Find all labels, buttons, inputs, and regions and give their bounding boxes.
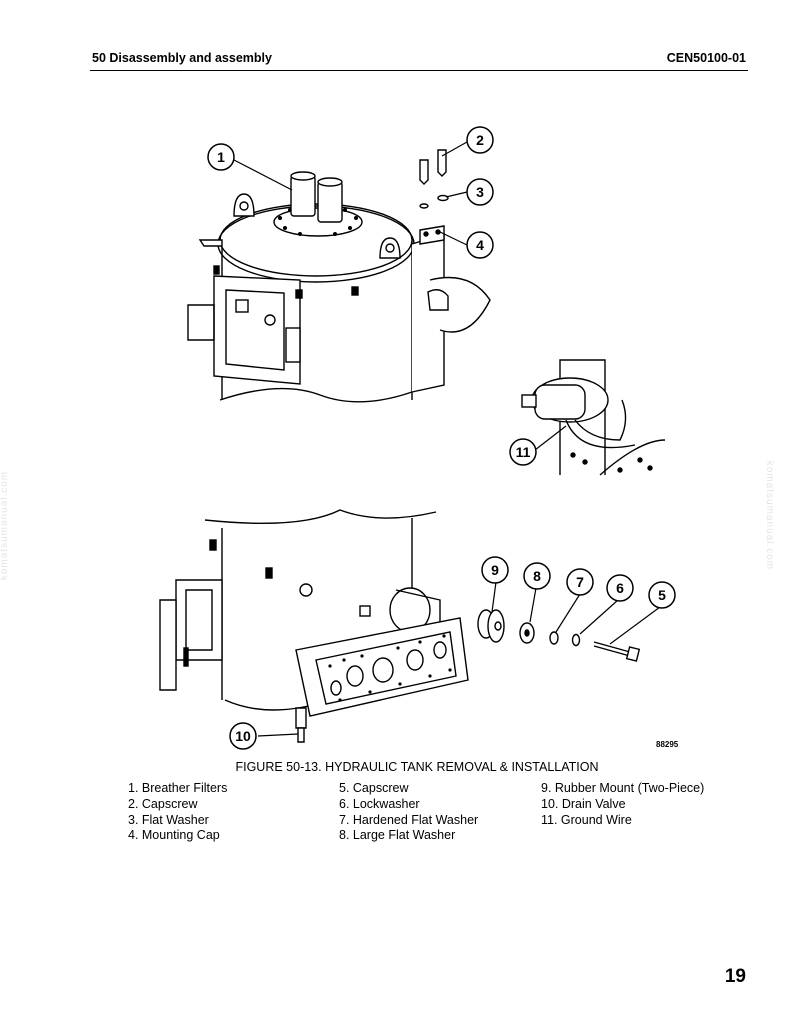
watermark-right: komatsumanual.com xyxy=(764,460,776,571)
section-title: 50 Disassembly and assembly xyxy=(92,51,272,65)
legend-column-1: 1. Breather Filters 2. Capscrew 3. Flat … xyxy=(128,781,227,844)
ground-wire-detail xyxy=(521,359,666,476)
legend-item: 10. Drain Valve xyxy=(541,796,626,811)
legend-item: 6. Lockwasher xyxy=(339,796,420,811)
legend-item: 3. Flat Washer xyxy=(128,812,209,827)
figure-caption: FIGURE 50-13. HYDRAULIC TANK REMOVAL & I… xyxy=(235,760,599,774)
callout-5: 5 xyxy=(658,587,666,603)
legend-item: 4. Mounting Cap xyxy=(128,828,220,843)
document-code: CEN50100-01 xyxy=(666,51,746,65)
technical-illustration: 1 2 3 4 11 9 8 7 6 5 10 88295 xyxy=(150,120,710,760)
callout-3: 3 xyxy=(476,184,484,200)
callout-7: 7 xyxy=(576,574,584,590)
legend-item: 5. Capscrew xyxy=(339,781,409,795)
tank-upper-drawing xyxy=(187,149,491,403)
legend-item: 11. Ground Wire xyxy=(541,812,632,827)
callout-4: 4 xyxy=(476,237,484,253)
legend-item: 2. Capscrew xyxy=(128,796,198,811)
callout-9: 9 xyxy=(491,562,499,578)
legend-item: 7. Hardened Flat Washer xyxy=(339,812,479,827)
rubber-mount-part xyxy=(477,609,505,643)
tank-lower-drawing xyxy=(159,509,641,743)
legend-item: 8. Large Flat Washer xyxy=(339,828,456,843)
watermark-left: komatsumanual.com xyxy=(0,470,11,581)
header-divider xyxy=(90,70,748,71)
legend-item: 9. Rubber Mount (Two-Piece) xyxy=(541,781,705,795)
callout-10: 10 xyxy=(235,728,251,744)
callout-1: 1 xyxy=(217,149,225,165)
legend-item: 1. Breather Filters xyxy=(128,781,228,795)
image-number: 88295 xyxy=(656,740,679,749)
callout-6: 6 xyxy=(616,580,624,596)
legend-column-2: 5. Capscrew 6. Lockwasher 7. Hardened Fl… xyxy=(339,781,478,844)
callout-11: 11 xyxy=(516,444,531,460)
legend-column-3: 9. Rubber Mount (Two-Piece) 10. Drain Va… xyxy=(541,781,704,828)
callout-2: 2 xyxy=(476,132,484,148)
page-number: 19 xyxy=(724,966,746,987)
callout-8: 8 xyxy=(533,568,541,584)
